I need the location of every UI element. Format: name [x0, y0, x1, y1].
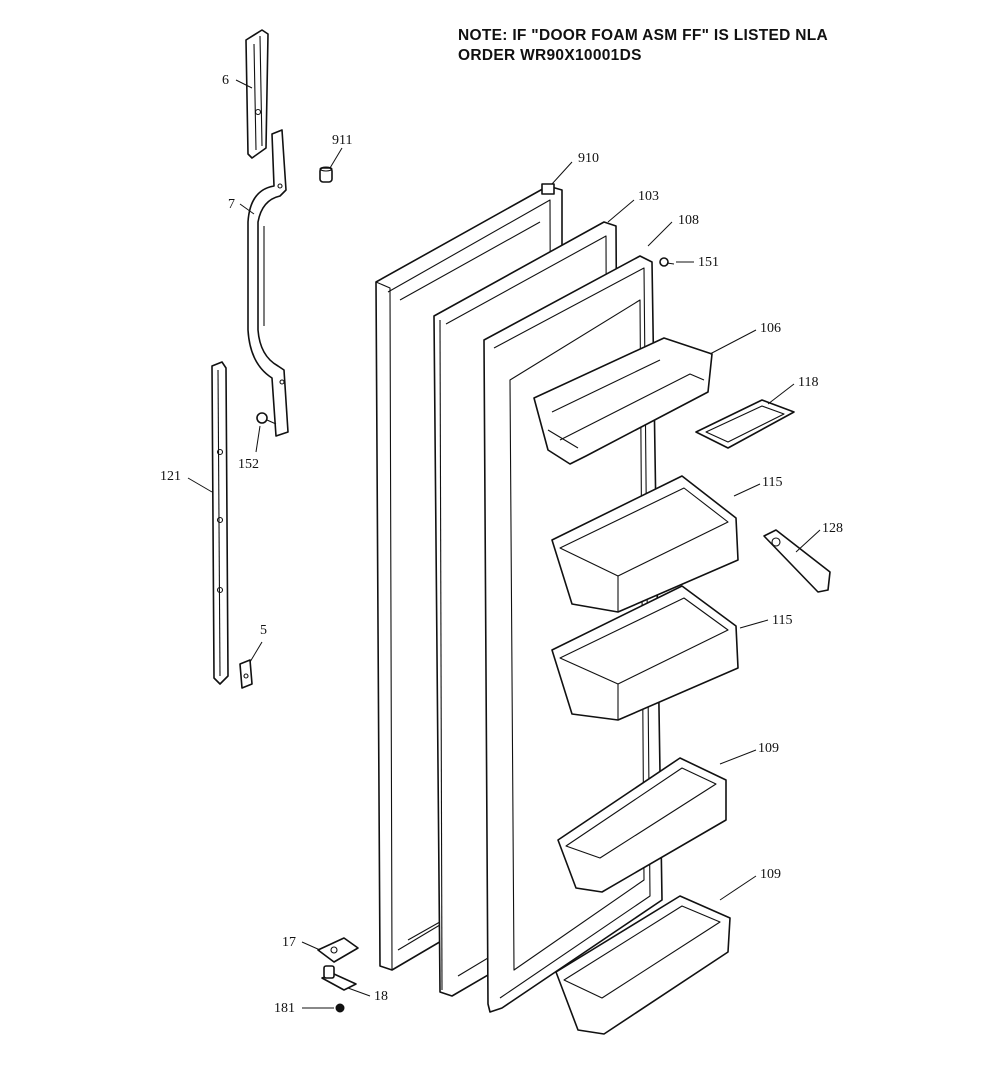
part-151-screw[interactable]	[659, 257, 675, 267]
label-7: 7	[228, 197, 235, 212]
label-18: 18	[374, 989, 388, 1004]
label-109-upper: 109	[758, 741, 779, 756]
label-103: 103	[638, 189, 659, 204]
part-109-shelf-upper[interactable]	[557, 757, 727, 893]
part-115-bin-upper[interactable]	[551, 475, 739, 613]
part-118-tray[interactable]	[695, 399, 795, 449]
part-121-trim-strip[interactable]	[211, 361, 229, 685]
part-115-bin-lower[interactable]	[551, 585, 739, 721]
part-6-handle-cap[interactable]	[245, 29, 269, 159]
label-910: 910	[578, 151, 599, 166]
label-5: 5	[260, 623, 267, 638]
leader-lines	[187, 79, 821, 1009]
label-118: 118	[798, 375, 818, 390]
label-108: 108	[678, 213, 699, 228]
part-18-hinge-pin[interactable]	[321, 965, 357, 991]
part-181-screw[interactable]	[335, 1003, 345, 1013]
label-106: 106	[760, 321, 781, 336]
label-109-lower: 109	[760, 867, 781, 882]
label-115-upper: 115	[762, 475, 782, 490]
part-911-plug[interactable]	[319, 166, 333, 183]
label-6: 6	[222, 73, 229, 88]
part-109-shelf-lower[interactable]	[555, 895, 731, 1035]
part-106-dairy-door[interactable]	[533, 337, 713, 465]
part-17-hinge-plate[interactable]	[317, 937, 359, 963]
note-line-1: NOTE: IF "DOOR FOAM ASM FF" IS LISTED NL…	[458, 27, 828, 44]
label-911: 911	[332, 133, 352, 148]
label-151: 151	[698, 255, 719, 270]
label-152: 152	[238, 457, 259, 472]
label-115-lower: 115	[772, 613, 792, 628]
part-7-door-handle[interactable]	[247, 129, 289, 437]
label-128: 128	[822, 521, 843, 536]
part-5-clip[interactable]	[239, 659, 253, 689]
parts-note: NOTE: IF "DOOR FOAM ASM FF" IS LISTED NL…	[458, 26, 978, 66]
label-17: 17	[282, 935, 296, 950]
part-152-screw[interactable]	[256, 412, 277, 425]
part-labels: 6 7 911 910 103 108 151 106 118 152 121 …	[160, 73, 843, 1016]
label-181: 181	[274, 1001, 295, 1016]
part-128-divider[interactable]	[763, 529, 831, 593]
note-line-2: ORDER WR90X10001DS	[458, 47, 642, 64]
label-121: 121	[160, 469, 181, 484]
